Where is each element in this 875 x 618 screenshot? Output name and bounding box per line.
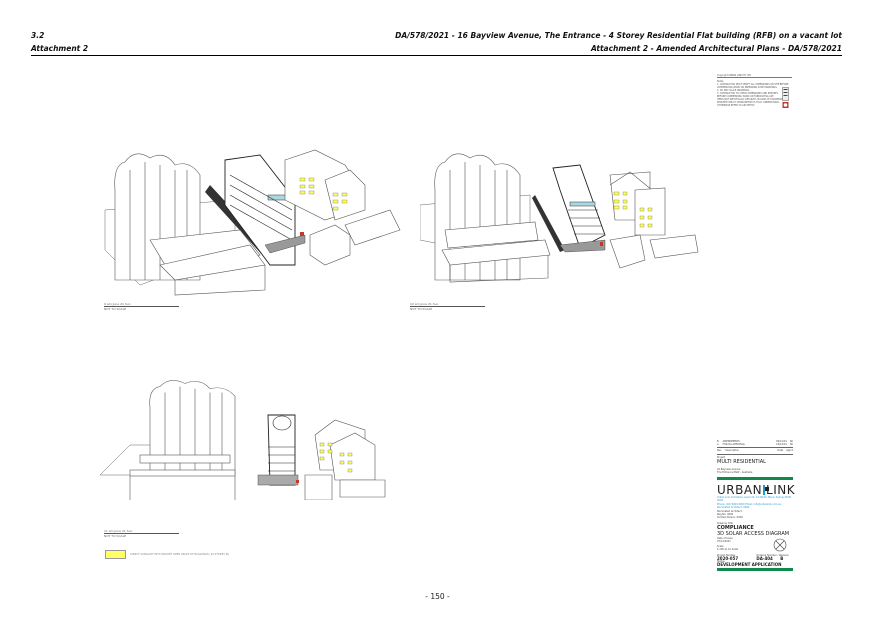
drawing-number-label: Drawing Number / Revision xyxy=(756,553,789,557)
header-right: DA/578/2021 - 16 Bayview Avenue, The Ent… xyxy=(395,29,842,55)
north-arrow-icon xyxy=(773,538,787,551)
view-label: 11 am June 21 Sun xyxy=(104,529,133,533)
header-left: 3.2 Attachment 2 xyxy=(31,29,88,55)
drawing-subtitle: 3D SOLAR ACCESS DIAGRAM xyxy=(717,530,790,537)
rev-desc: AMENDMENTS xyxy=(722,440,740,443)
solar-view-2-drawing xyxy=(420,153,699,283)
note-line: 3. CONTRACTOR TO CHECK DIMENSIONS AND RE… xyxy=(717,92,778,95)
section-number: 3.2 xyxy=(31,31,45,40)
brand-info: Urban Link Architects, Level 10, 14 Mart… xyxy=(717,496,792,503)
rev-code: B xyxy=(717,440,719,443)
view-scale: NOT TO SCALE xyxy=(410,307,433,311)
solar-view-1-drawing xyxy=(104,149,401,296)
view-caption-1: 9 am June 21 Sun NOT TO SCALE xyxy=(104,302,179,311)
rev-header: Rev xyxy=(717,449,722,453)
note-line: 1. CONTRACTOR MUST VERIFY ALL DIMENSIONS… xyxy=(717,83,789,86)
note-line: BEFORE COMMENCING WORK OR FABRICATING AN… xyxy=(717,95,774,98)
notes-heading: Notes: xyxy=(717,80,725,83)
rev-date: 19/12/21 xyxy=(776,443,787,447)
brand-info: Nominated Architect: 0000 xyxy=(717,505,750,509)
notes-block: Copyright URBAN LINK PTY LTD Notes: 1. C… xyxy=(717,74,792,107)
view-label: 10 am June 21 Sun xyxy=(410,302,439,306)
mini-logo-icon xyxy=(782,87,789,108)
solar-view-3-drawing xyxy=(100,380,386,500)
caption-rule xyxy=(104,306,179,307)
copyright-note: Copyright URBAN LINK PTY LTD xyxy=(717,74,792,78)
drawing-revision: B xyxy=(780,555,784,561)
brand-left: URBAN xyxy=(717,483,763,498)
drawing-title-label: Drawing Title xyxy=(717,521,733,525)
attachment-subtitle: Attachment 2 - Amended Architectural Pla… xyxy=(590,44,842,53)
rev-header: Description xyxy=(725,449,740,453)
scale-value: 1:200 @ A1 Scale xyxy=(717,548,739,552)
date-value: 07/12/2021 xyxy=(717,540,731,544)
view-scale: NOT TO SCALE xyxy=(104,534,127,538)
page-number: - 150 - xyxy=(425,592,450,601)
note-line: COMMENCING WORK OR PREPARING SHOP DRAWIN… xyxy=(717,86,778,89)
project-name: MULTI RESIDENTIAL xyxy=(717,458,766,465)
note-line: PROCEED ONLY IF WORK/INTENT IS FULLY UND… xyxy=(717,101,780,104)
status-value: DEVELOPMENT APPLICATION xyxy=(717,562,782,568)
document-title: DA/578/2021 - 16 Bayview Avenue, The Ent… xyxy=(395,31,842,40)
rev-date: 09/12/21 xyxy=(776,440,787,443)
note-line: ITEMS NOT SPECIFICALLY DETAILED. IN CASE… xyxy=(717,98,786,101)
rev-header: Date xyxy=(777,449,784,453)
legend: DIRECT SUNLIGHT INTO PRIVATE OPEN SPACE … xyxy=(105,550,230,559)
caption-rule xyxy=(104,533,179,534)
header-divider xyxy=(31,55,842,56)
view-label: 9 am June 21 Sun xyxy=(104,302,131,306)
brand-logo: URBAN LINK xyxy=(717,483,796,498)
view-scale: NOT TO SCALE xyxy=(104,307,127,311)
brand-logo-icon xyxy=(763,485,770,496)
legend-text: DIRECT SUNLIGHT INTO PRIVATE OPEN SPACE … xyxy=(130,552,229,556)
date-scale-row: Date of Issue 07/12/2021 Scale 1:200 @ A… xyxy=(717,537,793,552)
green-bar xyxy=(717,477,793,481)
view-caption-3: 11 am June 21 Sun NOT TO SCALE xyxy=(104,529,179,538)
revision-row: B AMENDMENTS 09/12/21 SK xyxy=(717,440,793,443)
title-block: B AMENDMENTS 09/12/21 SK A FOR DA APPROV… xyxy=(717,440,796,572)
contact-line: Reg No: 0000 xyxy=(717,513,734,517)
project-number: 2020-057 xyxy=(717,555,739,561)
note-line: 2. DO NOT SCALE DRAWINGS. xyxy=(717,89,750,92)
address-line: The Entrance NSW - Australia xyxy=(717,471,753,475)
attachment-label: Attachment 2 xyxy=(31,44,89,53)
rev-header: App'd xyxy=(786,449,793,453)
number-row: Project Number 2020-057 Drawing Number /… xyxy=(717,553,793,561)
legend-swatch-sunlight xyxy=(105,550,126,559)
brand-right: LINK xyxy=(766,483,796,498)
green-bar-bottom xyxy=(717,568,793,572)
note-line: OTHERWISE REFER TO ARCHITECT. xyxy=(717,104,756,107)
project-number-label: Project Number xyxy=(717,553,736,557)
rev-by: SK xyxy=(789,443,793,447)
contact-line: Contact Person: 0000 xyxy=(717,516,743,520)
project-label: Project xyxy=(717,455,726,459)
rev-desc: FOR DA APPROVAL xyxy=(722,443,745,447)
rev-code: A xyxy=(717,443,719,447)
rev-by: SK xyxy=(789,440,793,443)
drawing-title: COMPLIANCE xyxy=(717,524,754,531)
contact-line: Nominated Architect xyxy=(717,510,742,514)
brand-info: Phone: (02) 9000 0000 Email: info@urbanl… xyxy=(717,502,782,506)
revision-row: A FOR DA APPROVAL 19/12/21 SK xyxy=(717,443,793,446)
drawing-number: DA-404 xyxy=(756,555,773,561)
scale-label: Scale xyxy=(717,545,724,549)
caption-rule xyxy=(410,306,485,307)
status-label: Status xyxy=(717,560,725,564)
date-label: Date of Issue xyxy=(717,536,733,540)
view-caption-2: 10 am June 21 Sun NOT TO SCALE xyxy=(410,302,485,311)
address-line: 16 Bayview Avenue xyxy=(717,467,741,471)
revision-header: Rev Description Date App'd xyxy=(717,449,793,452)
